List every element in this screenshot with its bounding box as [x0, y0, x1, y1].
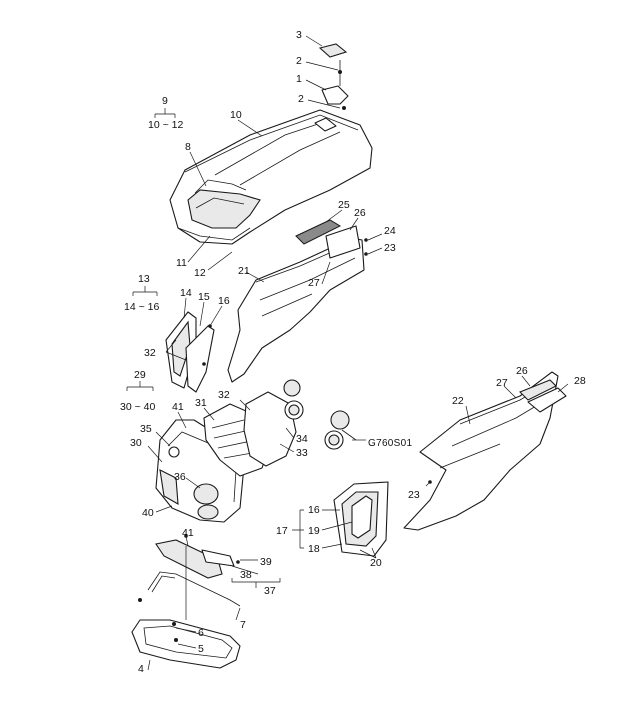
- callout-27a: 27: [308, 277, 320, 289]
- hood-part: [169, 109, 373, 245]
- left-side-panel-part: [227, 219, 368, 383]
- callout-28: 28: [574, 375, 586, 387]
- callout-39: 39: [260, 556, 272, 568]
- callout-29: 29: [134, 369, 146, 381]
- callout-13: 13: [138, 273, 150, 285]
- callout-16b: 16: [308, 504, 320, 516]
- callout-11: 11: [176, 257, 187, 269]
- callout-9: 9: [162, 95, 168, 107]
- callout-14: 14: [180, 287, 192, 299]
- callout-4: 4: [138, 663, 144, 675]
- callout-31: 31: [195, 397, 207, 409]
- callout-32a: 32: [144, 347, 156, 359]
- callout-12: 12: [194, 267, 206, 279]
- callout-18: 18: [308, 543, 320, 555]
- callout-10: 10: [230, 109, 242, 121]
- callout-3: 3: [296, 29, 302, 41]
- callout-8: 8: [185, 141, 191, 153]
- callout-5: 5: [198, 643, 204, 655]
- headlight-assembly-part: [243, 379, 357, 467]
- callout-17: 17: [276, 525, 288, 537]
- callout-35: 35: [140, 423, 152, 435]
- lower-brackets-part: [155, 534, 240, 579]
- callout-36: 36: [174, 471, 186, 483]
- base-frame-part: [131, 571, 241, 669]
- callout-22: 22: [452, 395, 464, 407]
- callout-38: 38: [240, 569, 252, 581]
- callout-21: 21: [238, 265, 250, 277]
- callout-25: 25: [338, 199, 350, 211]
- side-frames-part: [165, 311, 215, 393]
- callout-2a: 2: [296, 55, 302, 67]
- callout-19: 19: [308, 525, 320, 537]
- callout-20: 20: [370, 557, 382, 569]
- callout-41a: 41: [172, 401, 184, 413]
- callout-26b: 26: [516, 365, 528, 377]
- right-frame-part: [333, 481, 389, 557]
- callout-6: 6: [198, 627, 204, 639]
- callout-33: 33: [296, 447, 308, 459]
- callout-34: 34: [296, 433, 308, 445]
- callout-23a: 23: [384, 242, 396, 254]
- right-side-panel-part: [403, 371, 567, 531]
- callout-37: 37: [264, 585, 276, 597]
- range-14-16: 14 ~ 16: [124, 301, 159, 313]
- callout-2b: 2: [298, 93, 304, 105]
- callout-23b: 23: [408, 489, 420, 501]
- callout-27b: 27: [496, 377, 508, 389]
- callout-26a: 26: [354, 207, 366, 219]
- latch-parts: [318, 43, 349, 110]
- leader-lines: [126, 35, 569, 671]
- callout-30: 30: [130, 437, 142, 449]
- callout-labels: 1 2 2 3 9 10 ~ 12 10 8 11 12 21 25 26 24…: [120, 29, 586, 675]
- callout-32b: 32: [218, 389, 230, 401]
- callout-1: 1: [296, 73, 302, 85]
- callout-24: 24: [384, 225, 396, 237]
- drawing-code: G760S01: [368, 438, 412, 449]
- callout-7: 7: [240, 619, 246, 631]
- callout-16a: 16: [218, 295, 230, 307]
- range-30-40: 30 ~ 40: [120, 401, 155, 413]
- callout-41b: 41: [182, 527, 194, 539]
- range-10-12: 10 ~ 12: [148, 119, 183, 131]
- callout-40: 40: [142, 507, 154, 519]
- callout-15: 15: [198, 291, 210, 303]
